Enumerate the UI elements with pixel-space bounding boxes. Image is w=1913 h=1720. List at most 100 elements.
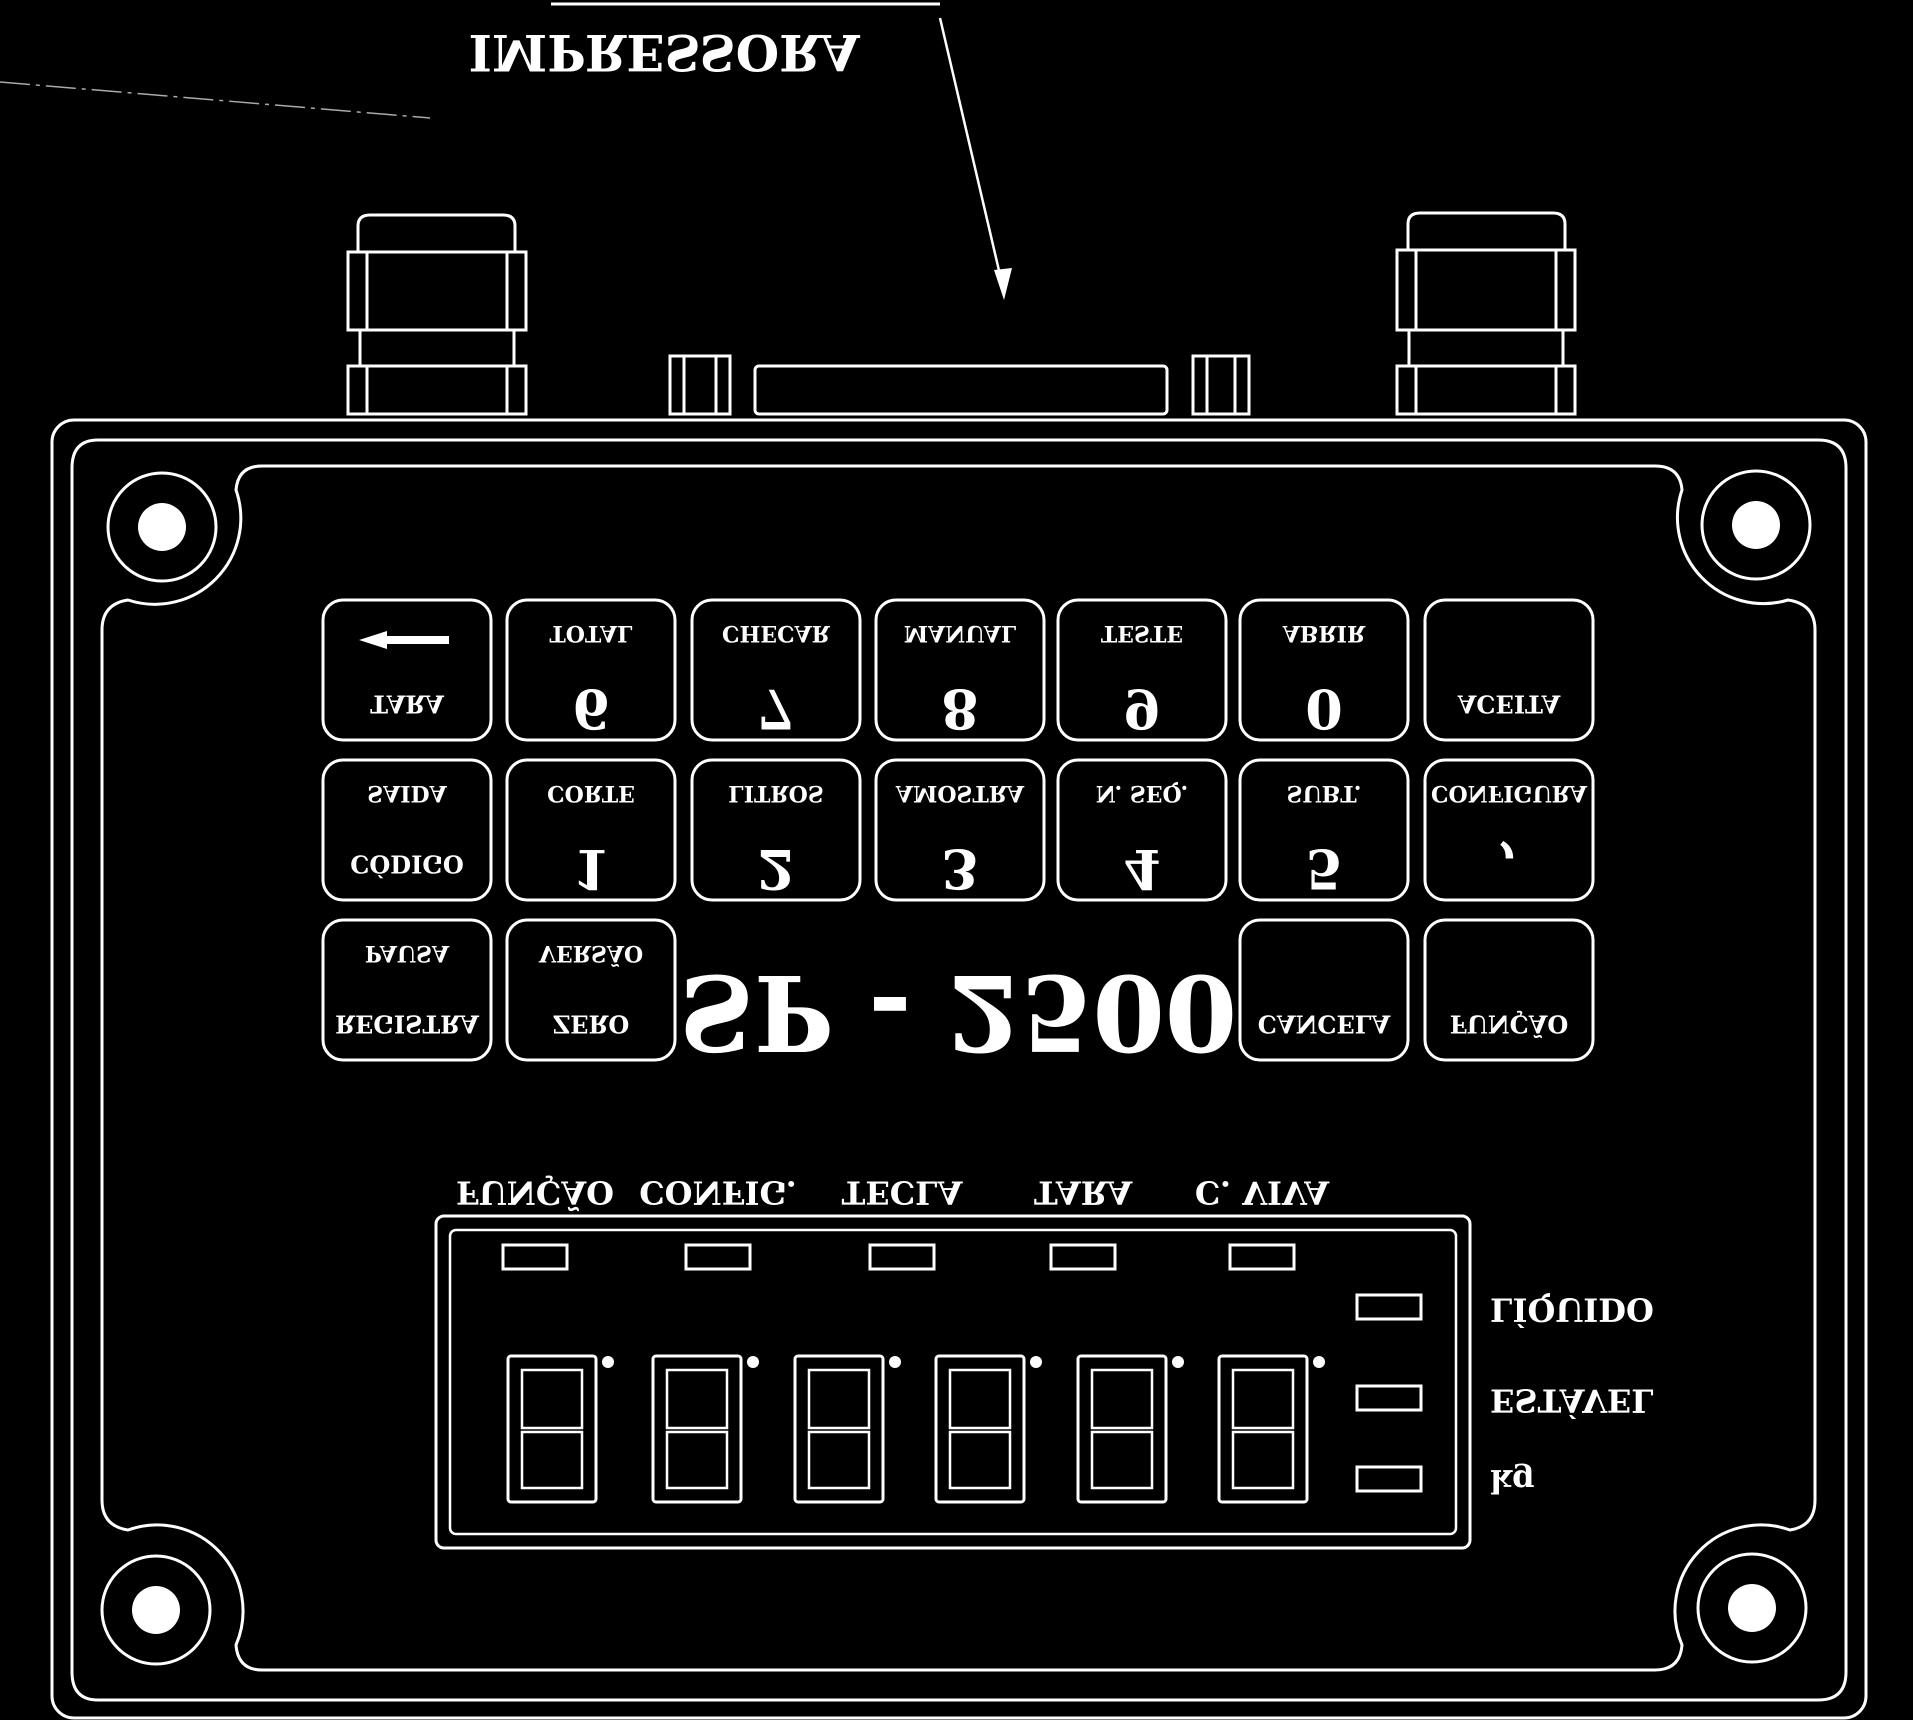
key-outline[interactable] — [1238, 598, 1410, 742]
key-digit-wrapper: 0 — [1305, 677, 1343, 741]
key-top-label-wrapper: AMOSTRA — [895, 780, 1025, 806]
key-outline[interactable] — [1238, 758, 1410, 902]
key-outline[interactable] — [690, 758, 862, 902]
key-outline[interactable] — [1423, 918, 1595, 1062]
key-5-subt[interactable]: SUBT. 5 — [1238, 758, 1410, 902]
led-liquido — [1355, 1293, 1423, 1321]
key-cancela[interactable]: CANCELA — [1238, 918, 1410, 1062]
indicator-label-estavel-wrapper: ESTÁVEL — [1490, 1382, 1654, 1420]
key-top-label: CHECAR — [722, 620, 831, 646]
decimal-point — [602, 1356, 614, 1368]
key-registra-pausa[interactable]: PAUSA REGISTRA — [321, 918, 493, 1062]
indicator-label-liquido-wrapper: LÍQUIDO — [1490, 1291, 1654, 1329]
key-top-label: SAIDA — [367, 780, 447, 806]
screw-hole-top-left — [106, 471, 218, 583]
key-codigo-saida[interactable]: SAIDA CÓDIGO — [321, 758, 493, 902]
key-outline[interactable] — [874, 758, 1046, 902]
screw-hole-top-right — [1700, 469, 1812, 581]
key-outline[interactable] — [505, 598, 677, 742]
digit-4 — [934, 1354, 1042, 1504]
key-top-label-wrapper: CONFIGURA — [1431, 780, 1588, 806]
key-top-label-wrapper: PAUSA — [365, 940, 450, 966]
key-tara[interactable]: TARA — [321, 598, 493, 742]
key-digit: 0 — [1305, 677, 1343, 741]
key-outline[interactable] — [505, 918, 677, 1062]
key-top-label: SUBT. — [1287, 780, 1362, 806]
digit-2 — [651, 1354, 759, 1504]
key-bottom-label: ZERO — [553, 1010, 630, 1039]
key-top-label-wrapper: MANUAL — [904, 620, 1017, 646]
key-outline[interactable] — [1423, 758, 1595, 902]
key-top-label: TOTAL — [549, 620, 632, 646]
left-arrow-icon — [359, 631, 449, 649]
key-outline[interactable] — [1056, 598, 1228, 742]
key-7-checar[interactable]: CHECAR 7 — [690, 598, 862, 742]
key-1-corte[interactable]: CORTE 1 — [505, 758, 677, 902]
key-bottom-label-wrapper: CÓDIGO — [350, 850, 463, 879]
key-6-total[interactable]: TOTAL 6 — [505, 598, 677, 742]
key-3-amostra[interactable]: AMOSTRA 3 — [874, 758, 1046, 902]
model-label: SP - 2500 — [679, 951, 1237, 1074]
indicator-label-c-viva: C. VIVA — [1195, 1174, 1330, 1212]
indicator-label-funcao: FUNÇÃO — [456, 1174, 614, 1212]
key-0-abrir[interactable]: ABRIR 0 — [1238, 598, 1410, 742]
key-aceita[interactable]: ACEITA — [1423, 598, 1595, 742]
printer-arrow-head — [994, 268, 1012, 300]
key-digit: 4 — [1123, 837, 1161, 901]
key-outline[interactable] — [321, 918, 493, 1062]
key-bottom-label: REGISTRA — [335, 1010, 479, 1039]
key-digit-wrapper: 5 — [1305, 837, 1343, 901]
indicator-label-c-viva-wrapper: C. VIVA — [1195, 1174, 1330, 1212]
screw-hole-bottom-right — [1696, 1552, 1808, 1664]
seven-segment-display — [506, 1354, 1325, 1504]
key-digit-wrapper: 7 — [757, 677, 795, 741]
key-top-label: MANUAL — [904, 620, 1017, 646]
key-outline[interactable] — [1238, 918, 1410, 1062]
key-outline[interactable] — [1423, 598, 1595, 742]
key-top-label-wrapper: LITROS — [728, 780, 823, 806]
indicator-label-tara-wrapper: TARA — [1034, 1174, 1133, 1212]
key-digit: 1 — [572, 837, 610, 901]
key-digit-wrapper: 3 — [941, 837, 979, 901]
key-digit: 7 — [757, 677, 795, 741]
screw-hole-bottom-left — [100, 1554, 212, 1666]
printer-arrow-line — [938, 17, 1006, 293]
key-configura[interactable]: CONFIGURA, — [1423, 758, 1595, 902]
key-outline[interactable] — [874, 598, 1046, 742]
led-funcao — [501, 1243, 569, 1271]
key-digit: 5 — [1305, 837, 1343, 901]
enclosure-inner-border — [70, 438, 1848, 1702]
printer-callout: IMPRESSORA — [0, 2, 1012, 300]
key-top-label-wrapper: SUBT. — [1287, 780, 1362, 806]
key-top-label-wrapper: CHECAR — [722, 620, 831, 646]
key-digit-wrapper: , — [1500, 837, 1519, 901]
key-funcao[interactable]: FUNÇÃO — [1423, 918, 1595, 1062]
key-outline[interactable] — [1056, 758, 1228, 902]
key-digit: 6 — [572, 677, 610, 741]
key-outline[interactable] — [505, 758, 677, 902]
key-outline[interactable] — [690, 598, 862, 742]
digit-6 — [1217, 1354, 1325, 1504]
key-top-label-wrapper: TOTAL — [549, 620, 632, 646]
key-top-label-wrapper: CORTE — [547, 780, 635, 806]
key-outline[interactable] — [321, 758, 493, 902]
key-8-manual[interactable]: MANUAL 8 — [874, 598, 1046, 742]
key-bottom-label: CÓDIGO — [350, 850, 463, 879]
key-digit-wrapper: 8 — [941, 677, 979, 741]
key-bottom-label: CANCELA — [1258, 1010, 1391, 1039]
key-bottom-label-wrapper: FUNÇÃO — [1450, 1010, 1569, 1039]
decimal-point — [747, 1356, 759, 1368]
key-outline[interactable] — [321, 598, 493, 742]
key-4-n-seq[interactable]: N. SEQ.4 — [1056, 758, 1228, 902]
printer-label: IMPRESSORA — [468, 23, 860, 82]
cable-gland-right — [1395, 211, 1577, 416]
decimal-point — [1172, 1356, 1184, 1368]
key-top-label-wrapper: ABRIR — [1282, 620, 1366, 646]
indicator-label-estavel: ESTÁVEL — [1490, 1382, 1654, 1420]
